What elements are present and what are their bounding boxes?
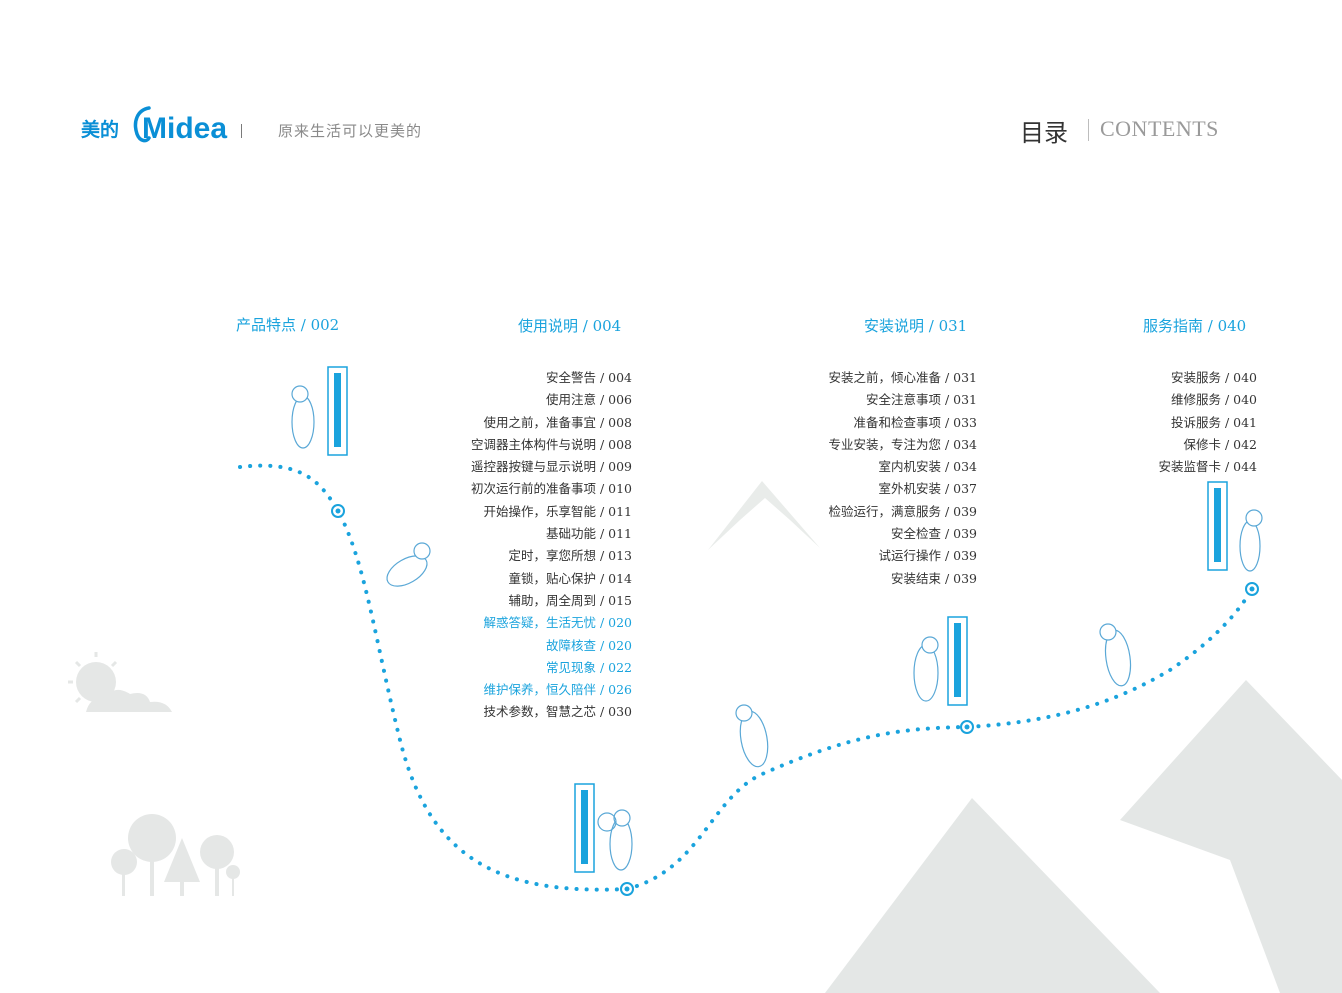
mountain-small-illustration — [708, 481, 820, 550]
toc-item[interactable]: 空调器主体构件与说明 / 008 — [470, 436, 632, 452]
mountain-large-illustration — [825, 680, 1342, 993]
toc-item[interactable]: 室外机安装 / 037 — [878, 481, 977, 497]
toc-item[interactable]: 试运行操作 / 039 — [878, 548, 977, 564]
toc-item[interactable]: 安装之前，倾心准备 / 031 — [828, 370, 977, 385]
toc-item[interactable]: 保修卡 / 042 — [1183, 436, 1257, 452]
toc-item[interactable]: 故障核查 / 020 — [545, 637, 632, 653]
section-title-product-features[interactable]: 产品特点 / 002 — [236, 316, 340, 334]
toc-item[interactable]: 初次运行前的准备事项 / 010 — [470, 481, 632, 497]
toc-item[interactable]: 童锁，贴心保护 / 014 — [508, 570, 632, 586]
dotted-path — [238, 463, 1254, 892]
toc-item[interactable]: 使用之前，准备事宜 / 008 — [483, 414, 632, 430]
toc-item[interactable]: 安装监督卡 / 044 — [1158, 459, 1257, 475]
brand-name-en: Midea — [142, 112, 227, 145]
toc-item[interactable]: 安全警告 / 004 — [545, 370, 632, 385]
midea-logo: Midea — [133, 106, 227, 145]
toc-item[interactable]: 遥控器按键与显示说明 / 009 — [470, 459, 632, 475]
toc-list-usage: 安全警告 / 004 使用注意 / 006 使用之前，准备事宜 / 008 空调器主体… — [332, 367, 632, 724]
toc-list-installation: 安装之前，倾心准备 / 031 安全注意事项 / 031 准备和检查事项 / 033… — [677, 367, 977, 590]
toc-item[interactable]: 投诉服务 / 041 — [1170, 414, 1257, 430]
section-title-service[interactable]: 服务指南 / 040 — [1143, 317, 1247, 335]
sun-cloud-illustration — [68, 652, 172, 712]
brand-slogan: 原来生活可以更美的 — [278, 122, 423, 140]
brand-name-cn: 美的 — [81, 119, 120, 141]
toc-item[interactable]: 检验运行，满意服务 / 039 — [828, 503, 977, 519]
header-divider — [241, 124, 242, 138]
page-subtitle: CONTENTS — [1100, 116, 1219, 141]
toc-item[interactable]: 解惑答疑，生活无忧 / 020 — [483, 615, 632, 631]
toc-item[interactable]: 基础功能 / 011 — [545, 526, 632, 542]
polar-bear-illustration — [291, 385, 1263, 871]
toc-item[interactable]: 使用注意 / 006 — [545, 392, 632, 408]
toc-item[interactable]: 专业安装，专注为您 / 034 — [828, 436, 977, 452]
trees-illustration — [111, 814, 240, 896]
toc-item[interactable]: 安装服务 / 040 — [1170, 370, 1257, 385]
section-title-installation[interactable]: 安装说明 / 031 — [864, 317, 968, 335]
toc-item[interactable]: 维修服务 / 040 — [1170, 392, 1257, 408]
section-title-usage[interactable]: 使用说明 / 004 — [518, 317, 622, 335]
toc-item[interactable]: 维护保养，恒久陪伴 / 026 — [483, 682, 632, 698]
toc-item[interactable]: 常见现象 / 022 — [545, 659, 632, 675]
toc-item[interactable]: 辅助，周全周到 / 015 — [508, 592, 632, 608]
toc-item[interactable]: 技术参数，智慧之芯 / 030 — [483, 704, 632, 720]
page-title: 目录 — [1020, 119, 1068, 147]
toc-item[interactable]: 安全注意事项 / 031 — [865, 392, 977, 408]
toc-item[interactable]: 定时，享您所想 / 013 — [508, 548, 632, 564]
toc-item[interactable]: 开始操作，乐享智能 / 011 — [483, 503, 632, 519]
toc-item[interactable]: 安全检查 / 039 — [890, 526, 977, 542]
title-divider — [1088, 119, 1089, 141]
toc-list-service: 安装服务 / 040 维修服务 / 040 投诉服务 / 041 保修卡 / 042 安… — [957, 367, 1257, 478]
toc-item[interactable]: 室内机安装 / 034 — [878, 459, 977, 475]
toc-item[interactable]: 安装结束 / 039 — [890, 570, 977, 586]
toc-item[interactable]: 准备和检查事项 / 033 — [853, 414, 977, 430]
